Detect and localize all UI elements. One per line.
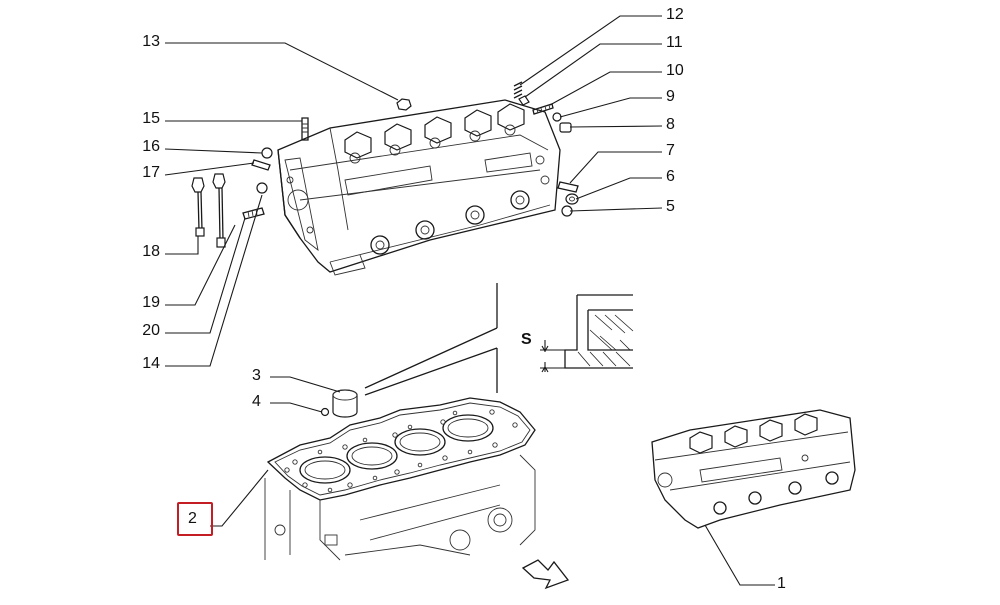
callout-18[interactable]: 18	[142, 243, 160, 260]
detail-label-s: S	[521, 331, 532, 348]
callout-2[interactable]: 2	[188, 510, 197, 527]
cylinder-head-upper	[277, 99, 561, 276]
direction-arrow-icon	[521, 559, 570, 590]
callout-13[interactable]: 13	[142, 33, 160, 50]
callout-15[interactable]: 15	[142, 110, 160, 127]
callout-6[interactable]: 6	[666, 168, 675, 185]
callout-5[interactable]: 5	[666, 198, 675, 215]
callout-7[interactable]: 7	[666, 142, 675, 159]
head-gasket	[266, 397, 536, 501]
callout-4[interactable]: 4	[252, 393, 261, 410]
callout-14[interactable]: 14	[142, 355, 160, 372]
detail-section-s	[540, 294, 634, 373]
leader-lines	[164, 15, 775, 586]
callout-2-highlight-box[interactable]: 2	[177, 502, 213, 536]
callout-10[interactable]: 10	[666, 62, 684, 79]
callout-19[interactable]: 19	[142, 294, 160, 311]
callout-20[interactable]: 20	[142, 322, 160, 339]
callout-17[interactable]: 17	[142, 164, 160, 181]
callout-16[interactable]: 16	[142, 138, 160, 155]
guide-lines	[364, 283, 498, 396]
callout-11[interactable]: 11	[666, 34, 683, 51]
small-parts	[191, 81, 579, 248]
engine-block	[264, 454, 536, 561]
callout-9[interactable]: 9	[666, 88, 675, 105]
cylinder-head-assembled	[651, 409, 856, 529]
callout-12[interactable]: 12	[666, 6, 684, 23]
callout-8[interactable]: 8	[666, 116, 675, 133]
callout-1[interactable]: 1	[777, 575, 786, 592]
plug-part-3	[320, 389, 358, 418]
callout-3[interactable]: 3	[252, 367, 261, 384]
